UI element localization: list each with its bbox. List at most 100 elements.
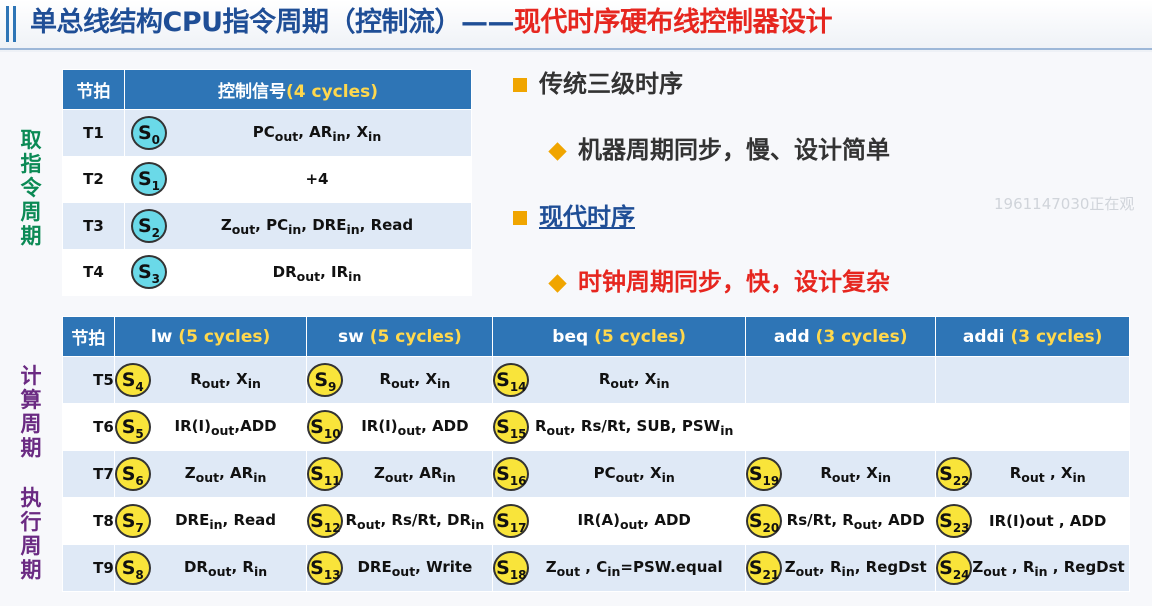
exec-cycle-label: 执行周期 — [18, 486, 44, 582]
beat-cell: T7 — [62, 450, 115, 498]
state-s15-icon: S15 — [493, 410, 530, 444]
state-s8-icon: S8 — [114, 551, 151, 585]
bullet-2-sub: 时钟周期同步，快，设计复杂 — [547, 262, 890, 297]
state-s10-icon: S10 — [307, 410, 344, 444]
fetch-cycle-label: 取指令周期 — [18, 128, 44, 248]
signal-cell: S4 Rout, Xin — [113, 356, 308, 404]
signal-cell: S1+4 — [124, 155, 472, 203]
signal-text: Rout, Xin — [820, 463, 892, 485]
state-s16-icon: S16 — [493, 457, 530, 491]
empty-cell — [935, 356, 1130, 404]
col-add: add (3 cycles) — [745, 316, 937, 357]
signal-cell: S10 IR(I)out, ADD — [306, 403, 494, 451]
state-s14-icon: S14 — [493, 363, 530, 397]
col-cycles: (5 cycles) — [369, 326, 462, 347]
bullet-1-sub-text: 机器周期同步，慢、设计简单 — [578, 136, 890, 164]
side-char: 期 — [20, 224, 42, 248]
col-name: lw — [150, 326, 179, 347]
side-char: 期 — [20, 558, 42, 582]
compute-cycle-label: 计算周期 — [18, 364, 44, 460]
diamond-bullet-icon — [548, 273, 567, 293]
signal-text: Rout, Rs/Rt, SUB, PSWin — [534, 416, 734, 438]
signal-text: Zout, ARin — [184, 463, 267, 485]
signal-text: IR(I)out, ADD — [361, 416, 469, 438]
exec-control-table: 节拍 lw (5 cycles)sw (5 cycles)beq (5 cycl… — [62, 316, 1130, 592]
side-char: 算 — [20, 388, 42, 412]
col-cycles: (5 cycles) — [594, 326, 687, 347]
state-s4-icon: S4 — [114, 363, 151, 397]
square-bullet-icon — [513, 78, 527, 92]
empty-cell — [745, 356, 937, 404]
diamond-bullet-icon — [548, 141, 567, 161]
slide-title: 单总线结构CPU指令周期（控制流）——现代时序硬布线控制器设计 — [30, 6, 833, 40]
bullet-2[interactable]: 现代时序 — [513, 197, 635, 232]
col-cycles: (3 cycles) — [1010, 326, 1103, 347]
signal-text: Zout , Rin , RegDst — [972, 557, 1125, 579]
title-divider — [0, 48, 1152, 50]
beat-cell: T8 — [62, 497, 115, 545]
col-signal: 控制信号(4 cycles) — [124, 69, 472, 110]
col-beq: beq (5 cycles) — [492, 316, 747, 357]
side-char: 期 — [20, 436, 42, 460]
col-signal-label: 控制信号 — [218, 82, 286, 102]
state-s13-icon: S13 — [307, 551, 344, 585]
state-s11-icon: S11 — [307, 457, 344, 491]
col-cycles: (5 cycles) — [178, 326, 271, 347]
square-bullet-icon — [513, 211, 527, 225]
side-char: 行 — [20, 510, 42, 534]
side-char: 周 — [20, 200, 42, 224]
bullet-1-sub: 机器周期同步，慢、设计简单 — [547, 130, 890, 165]
watermark: 1961147030正在观 — [994, 195, 1135, 213]
signal-text: DREout, Write — [357, 557, 473, 579]
state-s18-icon: S18 — [493, 551, 530, 585]
signal-text: Zout, PCin, DREin, Read — [220, 216, 414, 238]
side-char: 计 — [20, 364, 42, 388]
side-char: 令 — [20, 176, 42, 200]
state-s17-icon: S17 — [493, 504, 530, 538]
title-bar: 单总线结构CPU指令周期（控制流）——现代时序硬布线控制器设计 — [0, 0, 1152, 52]
side-char: 周 — [20, 534, 42, 558]
signal-text: Rs/Rt, Rout, ADD — [786, 510, 925, 532]
bullet-2-link[interactable]: 现代时序 — [539, 203, 635, 231]
signal-text: Zout, Rin, RegDst — [784, 557, 927, 579]
state-s20-icon: S20 — [746, 504, 783, 538]
bullet-1: 传统三级时序 — [513, 64, 683, 99]
signal-text: PCout, ARin, Xin — [252, 123, 382, 145]
state-s12-icon: S12 — [307, 504, 344, 538]
signal-text: DRout, IRin — [272, 262, 362, 284]
title-part1: 单总线结构CPU指令周期（控制流）—— — [30, 7, 515, 38]
col-cycles: (3 cycles) — [815, 326, 908, 347]
signal-text: IR(I)out,ADD — [174, 416, 277, 438]
signal-cell: S13 DREout, Write — [306, 544, 494, 592]
col-name: sw — [337, 326, 370, 347]
side-char: 执 — [20, 486, 42, 510]
col-signal-cycles: (4 cycles) — [286, 82, 378, 102]
state-s24-icon: S24 — [936, 551, 973, 585]
col-lw: lw (5 cycles) — [113, 316, 308, 357]
signal-text: Rout, Xin — [190, 369, 261, 391]
col-name: add — [773, 326, 816, 347]
state-s3-icon: S3 — [131, 255, 167, 290]
